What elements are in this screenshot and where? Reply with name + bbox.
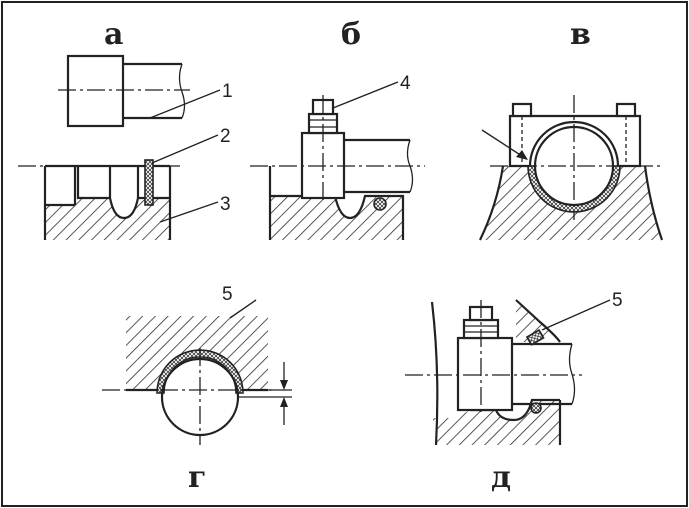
- panel-g-letter: г: [188, 460, 206, 495]
- panel-b-block: [268, 166, 405, 240]
- panel-v-housing: [479, 165, 664, 241]
- panel-a: а 1 2 3: [18, 17, 233, 240]
- panel-d-housing: [430, 299, 562, 446]
- panel-g-seal-ring: [156, 349, 244, 394]
- callout-5-d: 5: [612, 290, 623, 311]
- panel-d: д 5: [405, 290, 623, 495]
- panel-d-cap: [456, 305, 514, 412]
- panel-a-seal-strip: [144, 159, 154, 206]
- panel-g: г 5: [102, 284, 292, 495]
- panel-a-shaft: [58, 54, 190, 128]
- panel-b-letter: б: [341, 17, 361, 52]
- panel-b-seal-end: [373, 197, 387, 211]
- callout-2: 2: [220, 126, 231, 147]
- panel-d-seal-strip: [525, 328, 545, 346]
- panel-b: б 4: [250, 17, 425, 240]
- panel-d-letter: д: [491, 460, 511, 495]
- panel-v: в: [479, 17, 664, 241]
- callout-4: 4: [400, 73, 411, 94]
- panel-v-letter: в: [570, 17, 591, 52]
- panel-v-cap: [508, 102, 642, 168]
- panel-d-seal-end: [530, 402, 542, 414]
- callout-1: 1: [222, 81, 233, 102]
- callout-3: 3: [220, 194, 231, 215]
- panel-d-shaft: [512, 342, 576, 406]
- panel-g-gap-dimension: [238, 362, 292, 425]
- callout-5-g: 5: [222, 284, 233, 305]
- panel-a-block: [18, 164, 180, 240]
- panel-a-letter: а: [104, 17, 123, 52]
